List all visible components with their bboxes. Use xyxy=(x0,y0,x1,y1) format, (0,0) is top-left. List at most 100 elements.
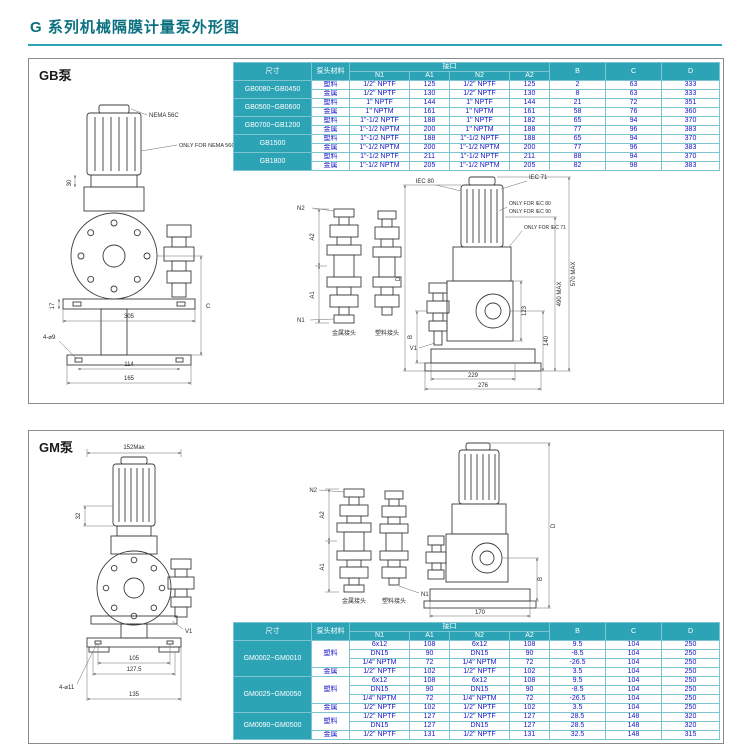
value-cell-n2: 1"-1/2 NPTM xyxy=(449,143,510,153)
gb-front-dimensions xyxy=(57,108,203,385)
model-cell: GB0500~GB0600 xyxy=(233,98,312,117)
value-cell-c: 104 xyxy=(605,640,662,650)
value-cell-n1: 1/2" NPTF xyxy=(349,703,410,713)
value-cell-c: 148 xyxy=(605,730,662,740)
header-material: 泵头材料 xyxy=(311,62,350,81)
value-cell-n1: 1"-1/2 NPTF xyxy=(349,152,410,162)
gb-metal-fitting-label: 金属接头 xyxy=(332,329,356,337)
model-cell: GM0002~GM0010 xyxy=(233,640,312,677)
header-a2: A2 xyxy=(509,631,550,641)
gm-dim-152max: 152Max xyxy=(123,445,144,451)
value-cell-b: -26.5 xyxy=(549,658,606,668)
gb-dim-b: B xyxy=(408,335,414,339)
value-cell-n2: DN15 xyxy=(449,721,510,731)
value-cell-n2: DN15 xyxy=(449,685,510,695)
header-d: D xyxy=(661,622,720,641)
value-cell-n1: DN15 xyxy=(349,721,410,731)
value-cell-n2: 1" NPTM xyxy=(449,125,510,135)
value-cell-b: -8.5 xyxy=(549,649,606,659)
value-cell-a2: 127 xyxy=(509,712,550,722)
value-cell-d: 250 xyxy=(661,658,720,668)
value-cell-b: 9.5 xyxy=(549,640,606,650)
gm-dim-32: 32 xyxy=(76,512,82,519)
value-cell-d: 250 xyxy=(661,685,720,695)
value-cell-c: 63 xyxy=(605,80,662,90)
value-cell-c: 94 xyxy=(605,134,662,144)
material-cell: 金属 xyxy=(311,667,350,677)
value-cell-n1: 1/4" NPTM xyxy=(349,694,410,704)
value-cell-n1: 1/2" NPTF xyxy=(349,89,410,99)
model-cell: GM0025~GM0050 xyxy=(233,676,312,713)
value-cell-b: 2 xyxy=(549,80,606,90)
model-cell: GB0080~GB0450 xyxy=(233,80,312,99)
value-cell-a2: 102 xyxy=(509,667,550,677)
gb-dim-570: 570 MAX xyxy=(571,262,577,287)
gb-only-iec71-label: ONLY FOR IEC 71 xyxy=(524,225,566,231)
value-cell-d: 250 xyxy=(661,676,720,686)
value-cell-b: 77 xyxy=(549,143,606,153)
material-cell: 塑料 xyxy=(311,116,350,126)
value-cell-c: 96 xyxy=(605,143,662,153)
value-cell-a1: 200 xyxy=(409,143,450,153)
value-cell-d: 383 xyxy=(661,125,720,135)
gb-valve-dimensions xyxy=(309,207,335,324)
gb-only-nema-label: ONLY FOR NEMA 56C xyxy=(179,143,235,149)
gb-dim-490: 490 MAX xyxy=(557,282,563,307)
value-cell-d: 370 xyxy=(661,152,720,162)
model-cell: GB1800 xyxy=(233,152,312,171)
value-cell-c: 104 xyxy=(605,703,662,713)
gm-v1-label: V1 xyxy=(185,629,193,635)
value-cell-c: 94 xyxy=(605,152,662,162)
material-cell: 金属 xyxy=(311,125,350,135)
value-cell-b: 28.5 xyxy=(549,721,606,731)
gb-dim-123: 123 xyxy=(522,305,528,316)
header-material: 泵头材料 xyxy=(311,622,350,641)
gb-panel-label: GB泵 xyxy=(39,68,72,83)
gm-valve-metal xyxy=(336,488,372,593)
gm-dim-d: D xyxy=(551,523,557,528)
gb-iec80-label: IEC 80 xyxy=(416,179,435,185)
gm-dim-127-5: 127.5 xyxy=(126,667,142,673)
value-cell-n1: 1/4" NPTM xyxy=(349,658,410,668)
value-cell-a2: 125 xyxy=(509,80,550,90)
value-cell-c: 94 xyxy=(605,116,662,126)
value-cell-a2: 131 xyxy=(509,730,550,740)
value-cell-a2: 182 xyxy=(509,116,550,126)
value-cell-n1: 1"-1/2 NPTM xyxy=(349,143,410,153)
value-cell-c: 76 xyxy=(605,107,662,117)
gm-valve-plastic xyxy=(379,490,409,586)
material-cell: 金属 xyxy=(311,730,350,740)
value-cell-n2: 1/2" NPTF xyxy=(449,89,510,99)
value-cell-b: 88 xyxy=(549,152,606,162)
value-cell-n2: 6x12 xyxy=(449,676,510,686)
value-cell-d: 320 xyxy=(661,712,720,722)
value-cell-a2: 108 xyxy=(509,640,550,650)
gm-metal-fitting-label: 金属接头 xyxy=(342,597,366,605)
value-cell-a1: 211 xyxy=(409,152,450,162)
value-cell-a1: 200 xyxy=(409,125,450,135)
gb-side-view xyxy=(424,176,542,372)
value-cell-c: 96 xyxy=(605,125,662,135)
material-cell: 塑料 xyxy=(311,712,350,731)
value-cell-b: -26.5 xyxy=(549,694,606,704)
gm-side-dimensions xyxy=(429,442,551,618)
value-cell-d: 333 xyxy=(661,89,720,99)
gb-dim-229: 229 xyxy=(468,373,479,379)
value-cell-b: 3.5 xyxy=(549,667,606,677)
value-cell-a2: 72 xyxy=(509,658,550,668)
gm-n1-label: N1 xyxy=(421,592,429,598)
value-cell-c: 98 xyxy=(605,161,662,171)
value-cell-n1: 1" NPTF xyxy=(349,98,410,108)
value-cell-n2: 1"-1/2 NPTM xyxy=(449,161,510,171)
value-cell-a2: 130 xyxy=(509,89,550,99)
material-cell: 金属 xyxy=(311,89,350,99)
header-b: B xyxy=(549,622,606,641)
value-cell-n1: 1/2" NPTF xyxy=(349,80,410,90)
value-cell-n2: 1/2" NPTF xyxy=(449,703,510,713)
